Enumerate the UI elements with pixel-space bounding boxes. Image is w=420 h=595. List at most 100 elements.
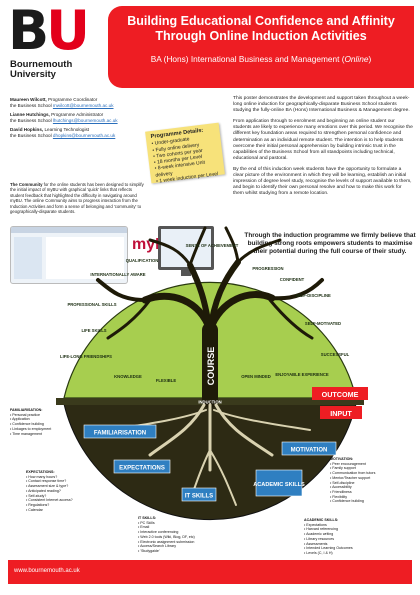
- list-item: • Library resources: [304, 536, 335, 541]
- list-item: • Confidence building: [10, 422, 44, 427]
- community-bold: The Community: [10, 182, 43, 187]
- it-skills-list: IT SKILLS: • PC Skills • Email • Interac…: [138, 516, 228, 554]
- familiarisation-list: FAMILIARISATION: • Personal practice • A…: [10, 408, 90, 436]
- community-text: The Community for the online students ha…: [10, 182, 145, 214]
- root-label: EXPECTATIONS: [119, 466, 165, 472]
- poster-title: Building Educational Confidence and Affi…: [127, 14, 395, 43]
- list-item: • Time management: [10, 431, 43, 436]
- canopy-label: ENJOYABLE EXPERIENCE: [275, 372, 329, 377]
- contact-dept: the Business School: [10, 118, 53, 123]
- list-item: • Expectations: [304, 522, 327, 527]
- monitor-image: [158, 226, 214, 276]
- list-item: • Assessments: [304, 541, 328, 546]
- input-label: INPUT: [330, 409, 352, 418]
- intro-text: This poster demonstrates the development…: [233, 96, 413, 202]
- contact-email-link[interactable]: mwilcott@bournemouth.ac.uk: [52, 103, 114, 108]
- list-heading: ACADEMIC SKILLS:: [304, 518, 339, 522]
- root-box-it-skills: [181, 487, 217, 502]
- expectations-list: EXPECTATIONS: • How many hours? • Contac…: [26, 470, 106, 512]
- canopy-label: KNOWLEDGE: [114, 374, 142, 379]
- contact-role: Learning Technologist: [43, 127, 90, 132]
- list-item: • Regulations?: [26, 502, 50, 507]
- tree-roots: [109, 403, 311, 506]
- input-banner: [320, 406, 362, 419]
- list-item: • Friendliness: [330, 489, 352, 494]
- root-label: FAMILIARISATION: [94, 431, 146, 437]
- list-item: • Electronic assignment submission: [138, 539, 195, 544]
- contact-name: Lianne Hutchings,: [10, 112, 50, 117]
- subtitle-online: Online: [344, 54, 369, 64]
- list-item: • How many hours?: [26, 474, 58, 479]
- list-item: • Peer encouragement: [330, 461, 366, 466]
- root-label: MOTIVATION: [291, 448, 328, 454]
- list-item: • Levels (C, I & H): [304, 550, 333, 555]
- canopy-label: QUALIFICATION: [126, 258, 159, 263]
- canopy-label: SENSE OF ACHIEVEMENT: [186, 243, 239, 248]
- root-box-academic-skills: [255, 469, 303, 497]
- contact-2: Lianne Hutchings, Programme Administrato…: [10, 112, 160, 124]
- list-item: • 'Studygaide': [138, 548, 160, 553]
- list-item: • Confidence building: [330, 499, 364, 504]
- logo-name-line2: University: [10, 69, 56, 80]
- footer-bar: www.bournemouth.ac.uk: [8, 560, 412, 584]
- list-item: • Consistent Internet access?: [26, 498, 73, 503]
- list-item: • Flexibility: [330, 494, 348, 499]
- motivation-list: MOTIVATION: • Peer encouragement • Famil…: [330, 457, 416, 504]
- list-item: • Access/Search Library: [138, 544, 177, 549]
- academic-skills-list: ACADEMIC SKILLS: • Expectations • Harvar…: [304, 518, 400, 556]
- list-item: • Anticipated reading?: [26, 488, 61, 493]
- title-banner: Building Educational Confidence and Affi…: [108, 6, 414, 88]
- logo-letter-u: U: [46, 0, 90, 62]
- list-item: • Accessibility: [330, 485, 352, 490]
- logo-name-line1: Bournemouth: [10, 59, 73, 70]
- list-item: • Calendar: [26, 507, 43, 512]
- trunk-label: COURSE: [206, 347, 216, 386]
- outcome-banner: [312, 387, 368, 400]
- list-item: • Assessment size & type?: [26, 484, 69, 489]
- canopy-label: LIFE-LONG FRIENDSHIPS: [60, 354, 112, 359]
- canopy-label: SELF-MOTIVATED: [305, 321, 341, 326]
- list-item: • Personal practice: [10, 412, 41, 417]
- list-item: • Family support: [330, 466, 356, 471]
- community-rest: for the online students has been designe…: [10, 182, 144, 215]
- root-box-expectations: [113, 459, 171, 474]
- contact-email-link[interactable]: dhopkins@bournemouth.ac.uk: [52, 133, 116, 138]
- list-item: • Self-study?: [26, 493, 47, 498]
- list-item: • Self-discipline: [330, 480, 355, 485]
- contact-email-link[interactable]: lhutchings@bournemouth.ac.uk: [52, 118, 118, 123]
- canopy-label: PROGRESSION: [252, 266, 283, 271]
- footer-url[interactable]: www.bournemouth.ac.uk: [14, 568, 80, 574]
- list-item: • Linkages to employment: [10, 426, 52, 431]
- list-item: • Contact response time?: [26, 479, 67, 484]
- list-item: • Harvard referencing: [304, 527, 339, 532]
- outcome-label: OUTCOME: [322, 390, 359, 399]
- root-label: ACADEMIC SKILLS: [253, 482, 305, 488]
- contact-3: David Hopkins, Learning Technologist the…: [10, 127, 160, 139]
- canopy-label: CONFIDENT: [280, 277, 305, 282]
- canopy-label: SELF-DISCIPLINE: [295, 293, 331, 298]
- list-item: • Interactive conferencing: [138, 530, 179, 535]
- contact-name: Maureen Wilcott,: [10, 97, 47, 102]
- logo-letter-b: B: [8, 0, 49, 62]
- list-item: • PC Skills: [138, 520, 155, 525]
- root-label: IT SKILLS: [185, 494, 213, 500]
- contact-role: Programme Administrator: [49, 112, 104, 117]
- root-box-motivation: [281, 441, 337, 456]
- list-heading: MOTIVATION:: [330, 457, 354, 461]
- intro-paragraph: By the end of this induction week studen…: [233, 166, 412, 197]
- root-box-familiarisation: [83, 424, 157, 439]
- community-screenshot: [10, 226, 128, 284]
- canopy-label: PROFESSIONAL SKILLS: [67, 302, 116, 307]
- canopy-label: FLEXIBLE: [156, 378, 176, 383]
- subtitle-prefix: BA (Hons) International Business and Man…: [150, 54, 345, 64]
- contact-dept: the Business School: [10, 133, 53, 138]
- canopy-label: SUCCESSFUL: [321, 352, 350, 357]
- bu-logo: BU: [8, 4, 90, 58]
- list-item: • Intended Learning Outcomes: [304, 546, 353, 551]
- canopy-label: LIFE SKILLS: [81, 328, 106, 333]
- list-heading: FAMILIARISATION:: [10, 408, 43, 412]
- ground-label: INDUCTION: [198, 400, 221, 405]
- subtitle-suffix: ): [368, 54, 372, 64]
- canopy-label: INTERNATIONALLY AWARE: [90, 272, 145, 277]
